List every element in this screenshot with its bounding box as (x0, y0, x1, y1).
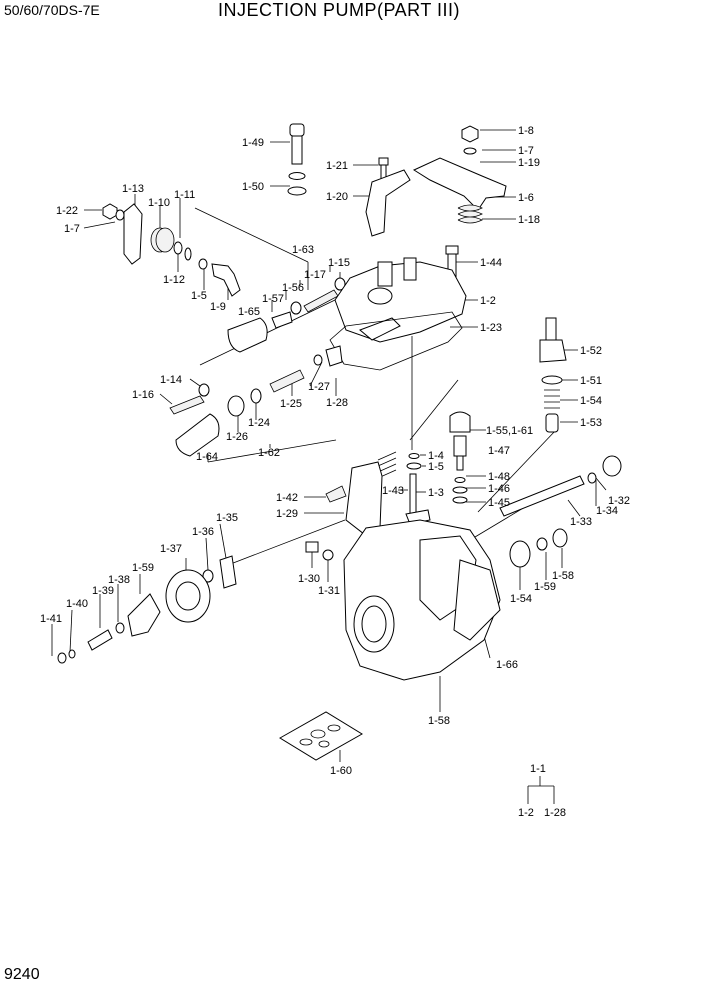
callout-label: 1-31 (318, 585, 340, 597)
callout-label: 1-47 (488, 445, 510, 457)
callout-labels: 1-49 1-50 1-21 1-20 1-8 1-7 1-19 1-6 1-1… (40, 125, 630, 819)
callout-label: 1-53 (580, 417, 602, 429)
callout-label: 1-8 (518, 125, 534, 137)
callout-label: 1-2 (518, 807, 534, 819)
callout-label: 1-41 (40, 613, 62, 625)
callout-label: 1-57 (262, 293, 284, 305)
page-title: INJECTION PUMP(PART III) (218, 0, 461, 20)
callout-label: 1-25 (280, 398, 302, 410)
callout-label: 1-62 (258, 447, 280, 459)
callout-label: 1-7 (64, 223, 80, 235)
callout-label: 1-5 (428, 461, 444, 473)
callout-label: 1-9 (210, 301, 226, 313)
callout-label: 1-36 (192, 526, 214, 538)
callout-label: 1-56 (282, 282, 304, 294)
callout-label: 1-21 (326, 160, 348, 172)
callout-label: 1-2 (480, 295, 496, 307)
callout-label: 1-3 (428, 487, 444, 499)
callout-label: 1-23 (480, 322, 502, 334)
callout-label: 1-48 (488, 471, 510, 483)
callout-label: 1-64 (196, 451, 218, 463)
callout-label: 1-39 (92, 585, 114, 597)
callout-label: 1-30 (298, 573, 320, 585)
callout-label: 1-28 (326, 397, 348, 409)
callout-label: 1-37 (160, 543, 182, 555)
callout-label: 1-20 (326, 191, 348, 203)
model-code: 50/60/70DS-7E (4, 2, 100, 18)
callout-label: 1-28 (544, 807, 566, 819)
callout-label: 1-32 (608, 495, 630, 507)
callout-label: 1-59 (534, 581, 556, 593)
callout-label: 1-13 (122, 183, 144, 195)
callout-label: 1-38 (108, 574, 130, 586)
page-number: 9240 (4, 966, 40, 983)
callout-label: 1-51 (580, 375, 602, 387)
callout-label: 1-5 (191, 290, 207, 302)
callout-label: 1-49 (242, 137, 264, 149)
callout-label: 1-58 (428, 715, 450, 727)
callout-label: 1-54 (510, 593, 532, 605)
callout-label: 1-59 (132, 562, 154, 574)
callout-label: 1-44 (480, 257, 502, 269)
callout-label: 1-63 (292, 244, 314, 256)
callout-label: 1-22 (56, 205, 78, 217)
callout-label: 1-60 (330, 765, 352, 777)
callout-label: 1-17 (304, 269, 326, 281)
callout-label: 1-27 (308, 381, 330, 393)
callout-label: 1-45 (488, 497, 510, 509)
callout-label: 1-7 (518, 145, 534, 157)
callout-label: 1-66 (496, 659, 518, 671)
callout-label: 1-52 (580, 345, 602, 357)
callout-label: 1-10 (148, 197, 170, 209)
callout-label: 1-29 (276, 508, 298, 520)
part-drawings (57, 123, 622, 761)
callout-label: 1-6 (518, 192, 534, 204)
callout-label: 1-58 (552, 570, 574, 582)
callout-label: 1-34 (596, 505, 618, 517)
callout-label: 1-4 (428, 450, 444, 462)
callout-label: 1-16 (132, 389, 154, 401)
callout-label: 1-54 (580, 395, 602, 407)
callout-label: 1-46 (488, 483, 510, 495)
leader-lines (51, 129, 607, 804)
callout-label: 1-19 (518, 157, 540, 169)
callout-label: 1-24 (248, 417, 270, 429)
callout-label: 1-18 (518, 214, 540, 226)
callout-label: 1-35 (216, 512, 238, 524)
callout-label: 1-42 (276, 492, 298, 504)
callout-label: 1-65 (238, 306, 260, 318)
callout-label: 1-43 (382, 485, 404, 497)
callout-label: 1-33 (570, 516, 592, 528)
callout-label: 1-15 (328, 257, 350, 269)
callout-label: 1-50 (242, 181, 264, 193)
callout-label: 1-26 (226, 431, 248, 443)
callout-label: 1-11 (174, 189, 195, 201)
callout-label: 1-55,1-61 (486, 425, 533, 437)
callout-label: 1-12 (163, 274, 185, 286)
callout-label: 1-14 (160, 374, 182, 386)
callout-label: 1-40 (66, 598, 88, 610)
callout-label: 1-1 (530, 763, 546, 775)
